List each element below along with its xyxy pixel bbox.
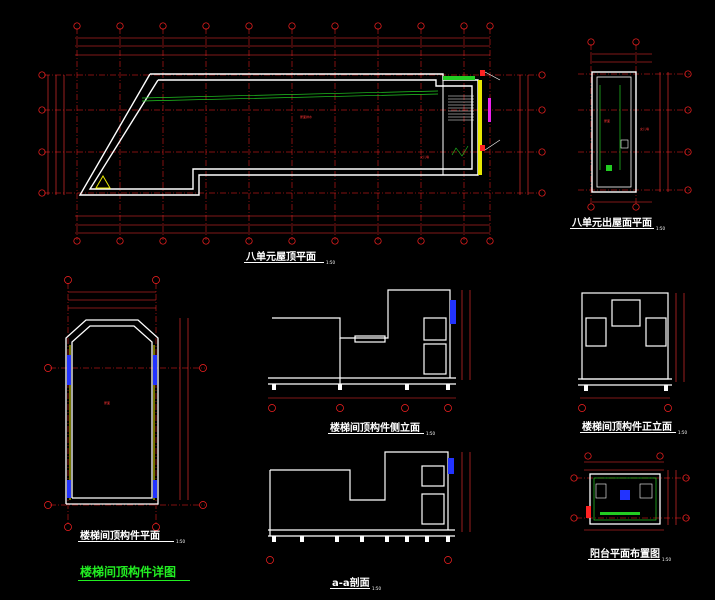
sheet-title: 楼梯间顶构件详图 <box>80 565 177 579</box>
stair-front-elevation-title: 楼梯间顶构件正立面 <box>582 422 672 433</box>
stair-side-elevation-drawing <box>268 289 471 412</box>
roof-plan-drawing: 屋面排水 女儿墙 <box>38 22 546 245</box>
balcony-plan-title-underline <box>588 559 660 560</box>
roof-plan-scale: 1:50 <box>326 260 335 265</box>
sheet-title-underline <box>78 580 190 581</box>
section-aa-title-underline <box>330 588 370 589</box>
exit-roof-plan-title-underline <box>570 228 654 229</box>
section-aa-drawing <box>266 451 471 564</box>
stair-front-elevation-scale: 1:50 <box>678 430 687 435</box>
balcony-plan-title: 阳台平面布置图 <box>590 549 660 560</box>
stair-roof-plan-title-underline <box>78 541 174 542</box>
svg-text:屋面: 屋面 <box>104 400 110 405</box>
stair-roof-plan-drawing: 屋面 <box>44 276 207 531</box>
svg-text:女儿墙: 女儿墙 <box>420 154 429 159</box>
stair-side-elevation-title-underline <box>328 433 424 434</box>
section-aa-title: a-a剖面 <box>332 578 370 589</box>
exit-roof-plan-scale: 1:50 <box>656 226 665 231</box>
stair-front-elevation-drawing <box>578 292 685 412</box>
balcony-plan-scale: 1:50 <box>662 557 671 562</box>
roof-plan-title: 八单元屋顶平面 <box>246 252 316 263</box>
roof-plan-title-underline <box>244 262 324 263</box>
section-aa-scale: 1:50 <box>372 586 381 591</box>
stair-roof-plan-scale: 1:50 <box>176 539 185 544</box>
svg-text:屋面: 屋面 <box>604 118 610 123</box>
svg-text:女儿墙: 女儿墙 <box>640 126 649 131</box>
stair-side-elevation-scale: 1:50 <box>426 431 435 436</box>
balcony-plan-drawing <box>570 452 690 531</box>
svg-text:屋面排水: 屋面排水 <box>300 114 312 119</box>
exit-roof-plan-title: 八单元出屋面平面 <box>572 218 652 229</box>
stair-roof-plan-title: 楼梯间顶构件平面 <box>80 531 160 542</box>
exit-roof-plan-drawing: 屋面 女儿墙 <box>578 38 692 211</box>
stair-side-elevation-title: 楼梯间顶构件侧立面 <box>330 423 420 434</box>
stair-front-elevation-title-underline <box>580 432 676 433</box>
